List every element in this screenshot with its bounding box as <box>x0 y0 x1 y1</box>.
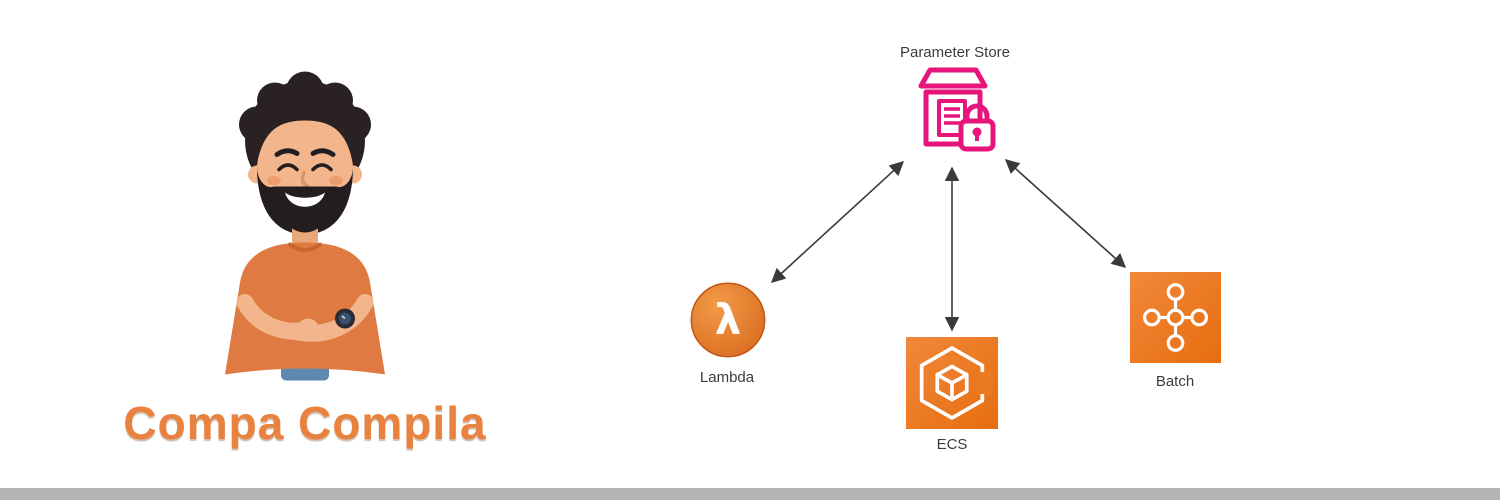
bottom-divider <box>0 488 1500 500</box>
batch-icon <box>1130 272 1221 363</box>
mascot-avatar <box>225 71 385 381</box>
lambda-label: Lambda <box>699 369 755 386</box>
watch-icon <box>335 308 355 329</box>
ecs-icon <box>906 337 998 429</box>
parameter-store-icon <box>918 67 996 152</box>
svg-text:λ: λ <box>715 295 742 344</box>
edge-parameterstore-lambda <box>770 161 905 283</box>
batch-label: Batch <box>1155 373 1195 390</box>
ecs-label: ECS <box>936 436 968 453</box>
lambda-icon: λ <box>690 282 766 358</box>
brand-title: Compa Compila <box>123 397 487 449</box>
edge-parameterstore-batch <box>1004 159 1127 268</box>
parameter-store-label: Parameter Store <box>899 44 1011 61</box>
